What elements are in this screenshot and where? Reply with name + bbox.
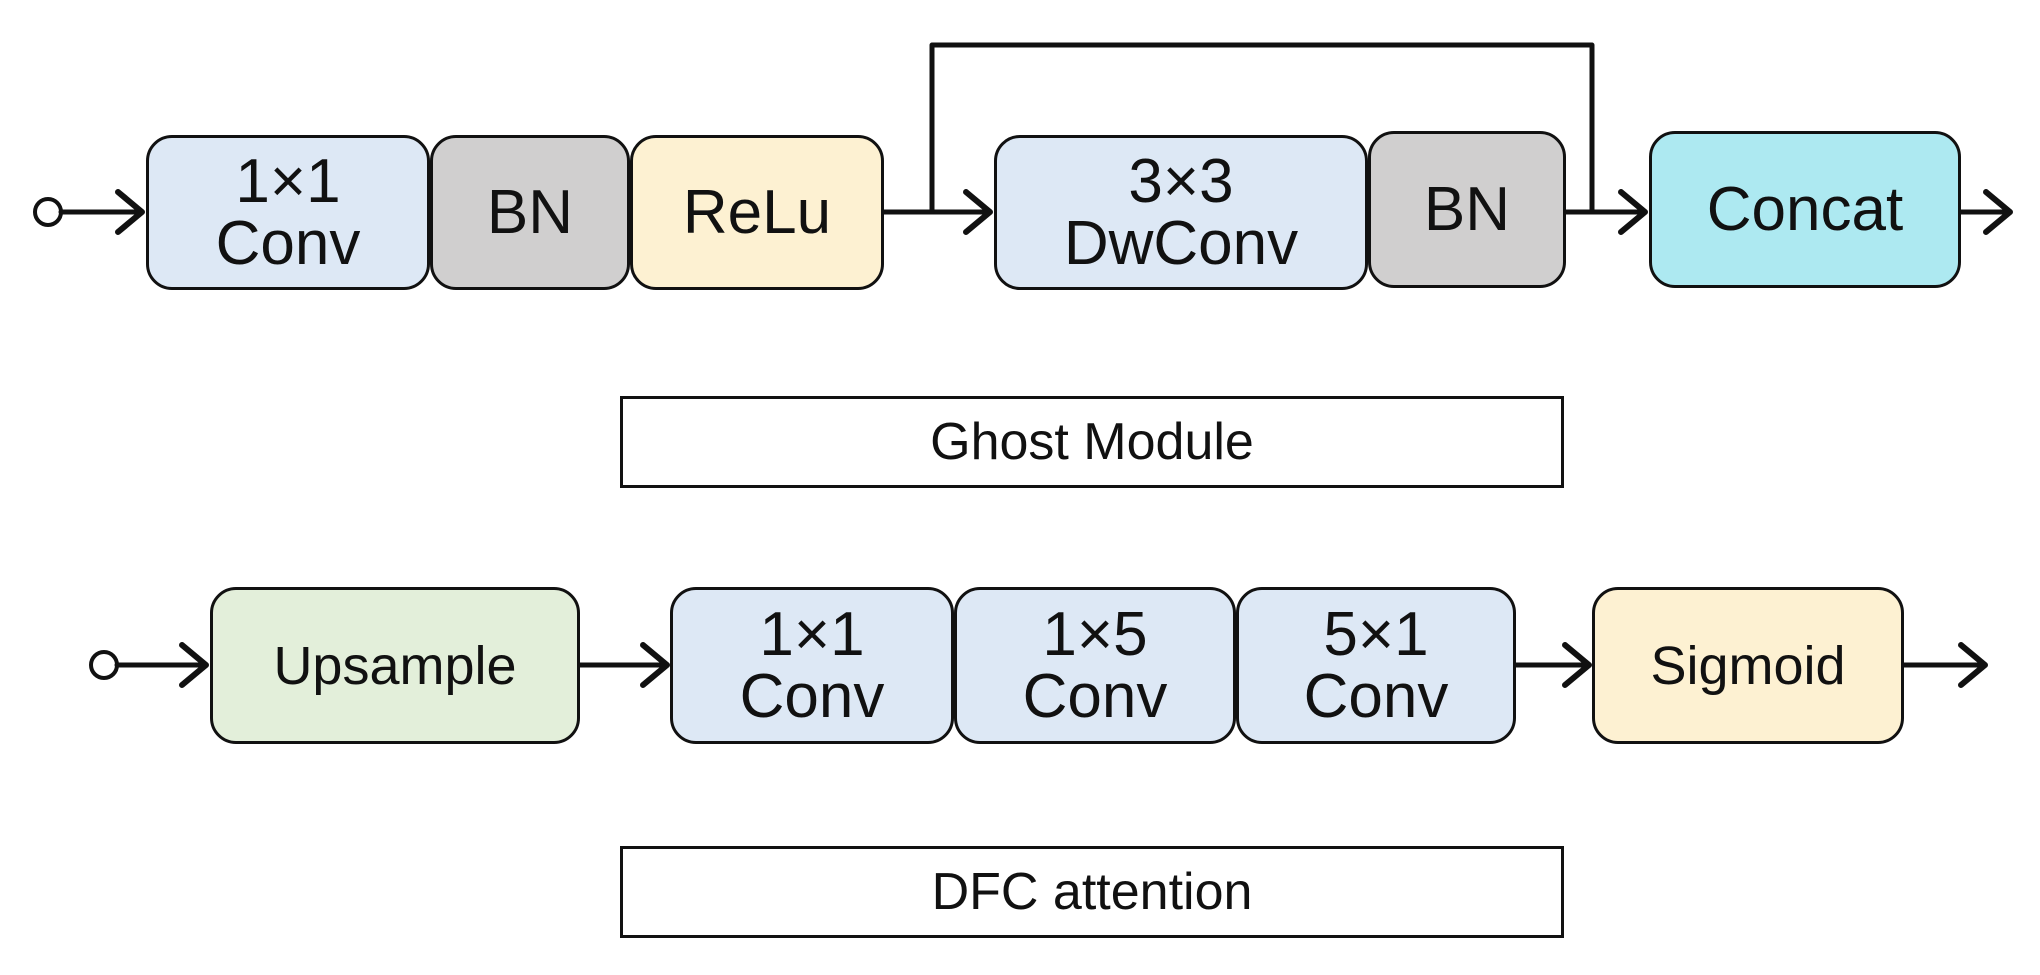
ghost-dwconv-block: 3×3 DwConv [994, 135, 1368, 290]
dfc-output-arrowhead [1958, 642, 1988, 688]
ghost-input-arrowhead [115, 189, 145, 235]
conv-to-sigmoid-arrowhead [1562, 642, 1592, 688]
bn-to-concat-arrowhead [1618, 189, 1648, 235]
ghost-bn2-label: BN [1423, 174, 1511, 244]
ghost-conv1x1-label: Conv [215, 208, 361, 278]
ghost-output-arrowhead [1983, 189, 2013, 235]
ghost-conv1x1-size: 1×1 [235, 146, 341, 216]
dfc-conv5x1-block: 5×1 Conv [1236, 587, 1516, 744]
dfc-conv1x5-size: 1×5 [1042, 599, 1148, 669]
dfc-conv1x5-block: 1×5 Conv [954, 587, 1236, 744]
ghost-bn1-label: BN [486, 177, 574, 247]
ghost-bn2-block: BN [1368, 131, 1566, 288]
skip-connection-line [929, 42, 1595, 215]
dfc-conv5x1-size: 5×1 [1323, 599, 1429, 669]
dfc-conv5x1-label: Conv [1303, 661, 1449, 731]
dfc-conv1x1-block: 1×1 Conv [670, 587, 954, 744]
dfc-input-arrowhead [179, 642, 209, 688]
dfc-conv1x1-size: 1×1 [759, 599, 865, 669]
ghost-bn1-block: BN [430, 135, 630, 290]
ghost-relu-block: ReLu [630, 135, 884, 290]
dfc-conv1x1-label: Conv [739, 661, 885, 731]
dfc-conv1x5-label: Conv [1022, 661, 1168, 731]
ghost-module-caption: Ghost Module [620, 396, 1564, 488]
ghost-relu-label: ReLu [682, 177, 832, 247]
ghost-dwconv-label: DwConv [1063, 208, 1299, 278]
ghost-concat-label: Concat [1706, 174, 1904, 244]
dfc-input-port [89, 650, 119, 680]
dfc-attention-caption: DFC attention [620, 846, 1564, 938]
ghost-dwconv-size: 3×3 [1128, 146, 1234, 216]
ghost-input-port [33, 197, 63, 227]
relu-to-dwconv-arrowhead [963, 189, 993, 235]
upsample-to-conv-arrowhead [640, 642, 670, 688]
dfc-sigmoid-label: Sigmoid [1650, 635, 1846, 696]
dfc-upsample-block: Upsample [210, 587, 580, 744]
dfc-upsample-label: Upsample [273, 635, 517, 696]
dfc-sigmoid-block: Sigmoid [1592, 587, 1904, 744]
ghost-conv1x1-block: 1×1 Conv [146, 135, 430, 290]
ghost-concat-block: Concat [1649, 131, 1961, 288]
